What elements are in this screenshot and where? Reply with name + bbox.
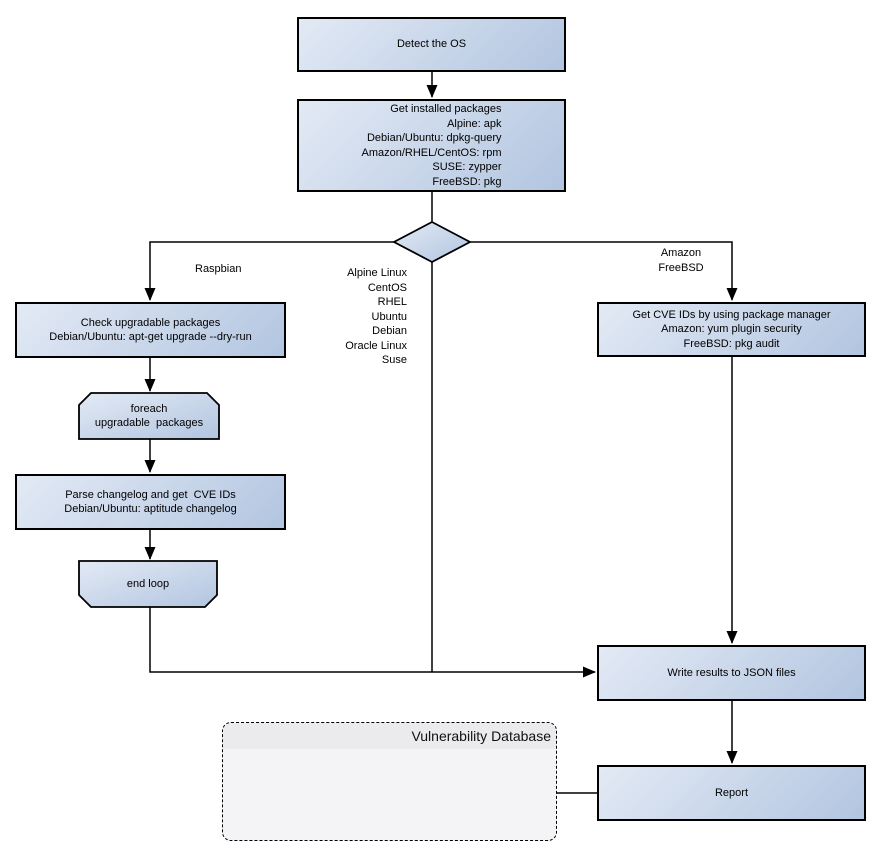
node-get-cve-ids: Get CVE IDs by using package manager Ama… <box>597 302 866 357</box>
node-report: Report <box>597 765 866 821</box>
edge-endloop-to-write-results <box>149 607 596 678</box>
node-detect-os: Detect the OS <box>297 17 566 72</box>
vulnerability-database-header: Vulnerability Database <box>223 723 556 749</box>
node-parse-changelog-label: Parse changelog and get CVE IDs Debian/U… <box>64 488 237 516</box>
vulnerability-database-title: Vulnerability Database <box>411 728 551 744</box>
node-check-upgradable-packages: Check upgradable packages Debian/Ubuntu:… <box>15 302 286 358</box>
branch-label-amazon-freebsd: Amazon FreeBSD <box>658 247 704 274</box>
decision-diamond <box>392 220 472 264</box>
node-parse-changelog: Parse changelog and get CVE IDs Debian/U… <box>15 474 286 530</box>
branch-label-os-list: Alpine Linux CentOS RHEL Ubuntu Debian O… <box>345 267 407 366</box>
node-get-installed-packages: Get installed packages Alpine: apk Debia… <box>297 99 566 192</box>
node-get-cve-ids-label: Get CVE IDs by using package manager Ama… <box>632 308 831 350</box>
node-check-upgradable-packages-label: Check upgradable packages Debian/Ubuntu:… <box>49 316 252 344</box>
end-loop-shape <box>78 560 218 608</box>
vulnerability-database-group: Vulnerability Database <box>222 722 557 841</box>
node-get-installed-packages-label: Get installed packages Alpine: apk Debia… <box>361 103 502 188</box>
node-report-label: Report <box>714 786 749 799</box>
node-detect-os-label: Detect the OS <box>396 38 467 51</box>
branch-label-raspbian: Raspbian <box>195 263 242 275</box>
edge-decision-to-check-upgradable <box>144 241 394 301</box>
node-write-results: Write results to JSON files <box>597 645 866 701</box>
foreach-loop-shape <box>78 392 220 440</box>
edge-decision-to-get-cve <box>470 241 738 301</box>
node-write-results-label: Write results to JSON files <box>667 666 796 679</box>
